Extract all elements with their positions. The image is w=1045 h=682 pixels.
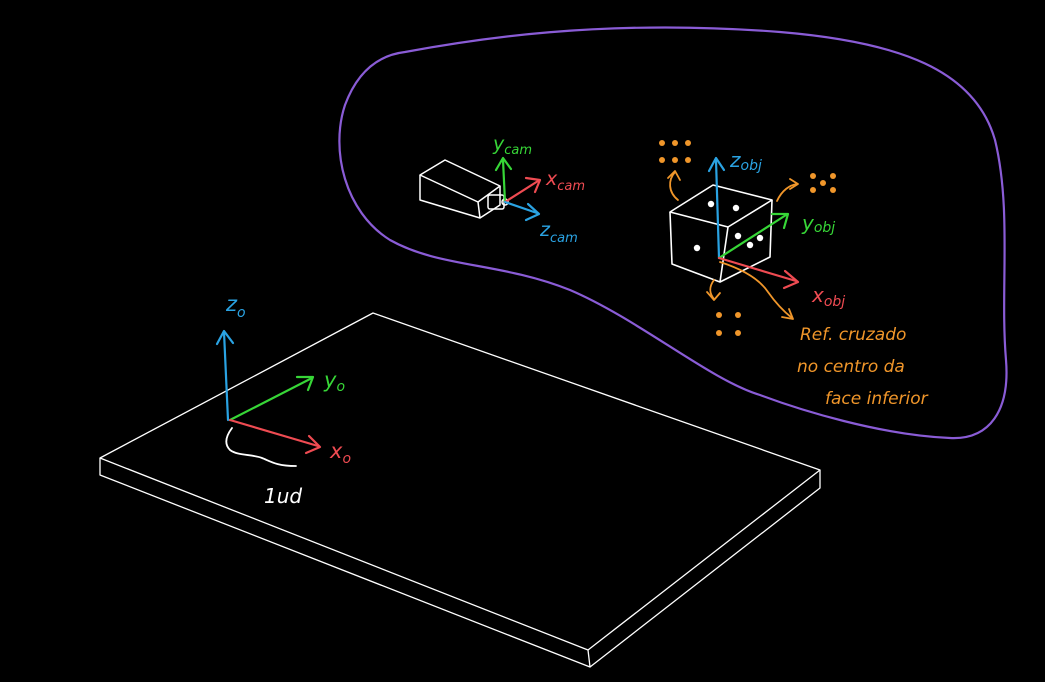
unit-brace <box>225 427 297 467</box>
note-line-3: face inferior <box>825 389 929 409</box>
annotation-arrows <box>667 170 799 320</box>
camera-y-arrowhead <box>494 156 513 172</box>
table-front-right-edge <box>589 470 821 668</box>
object-z-label: zobj <box>729 148 762 174</box>
camera-x-arrowhead <box>524 176 542 194</box>
object-z-axis <box>714 158 721 260</box>
die-pips <box>693 200 764 252</box>
camera-z-axis <box>503 200 539 215</box>
table-top <box>99 312 821 651</box>
camera-z-label: zcam <box>539 219 578 246</box>
environment-boundary <box>338 26 1008 440</box>
five-face-arrow <box>776 183 798 202</box>
six-pip-face <box>659 140 691 163</box>
object-z-arrowhead <box>707 156 726 173</box>
world-z-axis <box>222 330 230 422</box>
camera-z-arrowhead <box>524 202 541 222</box>
six-face-arrow <box>669 171 679 201</box>
hidden-face-indicators <box>659 140 836 336</box>
die-top-face <box>669 184 773 228</box>
five-pip-face <box>810 173 836 193</box>
world-x-axis <box>228 418 320 448</box>
object-y-arrowhead <box>770 212 790 230</box>
unit-label: 1ud <box>264 484 302 508</box>
object-x-label: xobj <box>811 283 845 310</box>
world-y-arrowhead <box>295 375 315 392</box>
world-z-arrowhead <box>215 329 235 346</box>
camera-x-label: xcam <box>545 168 585 194</box>
object-x-arrowhead <box>782 269 800 290</box>
note-line-2: no centro da <box>797 357 905 377</box>
world-z-label: zo <box>225 292 246 321</box>
camera-y-label: ycam <box>492 133 532 158</box>
die-right-face <box>719 199 773 283</box>
world-y-label: yo <box>323 368 345 395</box>
object-y-label: yobj <box>801 211 835 236</box>
camera: ycam xcam zcam <box>419 133 585 246</box>
object-die: zobj yobj xobj <box>669 148 845 310</box>
origin-note: Ref. cruzado no centro da face inferior <box>797 325 929 409</box>
camera-y-axis <box>501 158 507 204</box>
world-frame: zo yo xo 1ud <box>215 292 351 508</box>
world-y-axis <box>228 376 314 422</box>
object-x-axis <box>717 256 798 283</box>
four-pip-face <box>716 312 741 336</box>
camera-x-axis <box>503 179 540 204</box>
world-x-arrowhead <box>304 434 322 455</box>
table-front-left-edge <box>99 458 591 668</box>
camera-body <box>419 159 509 219</box>
note-pointer <box>719 261 793 319</box>
object-y-axis <box>717 213 788 260</box>
table-plane <box>99 312 821 668</box>
world-x-label: xo <box>329 439 351 467</box>
note-line-1: Ref. cruzado <box>800 325 906 345</box>
